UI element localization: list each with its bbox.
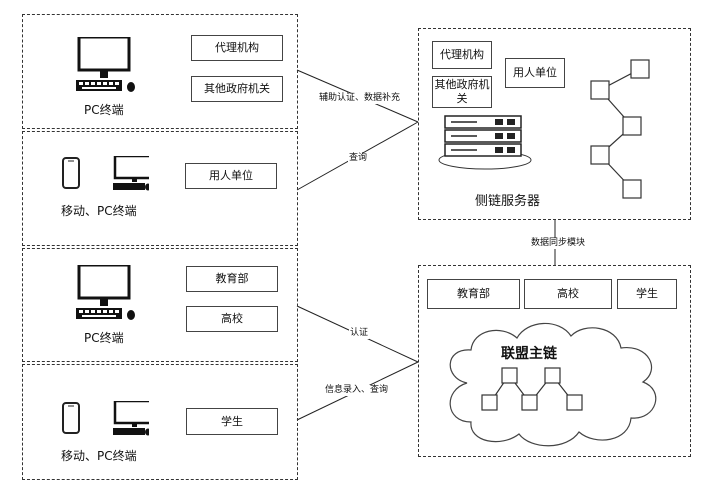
server-rack-icon (438, 115, 532, 170)
tree-network-icon (590, 59, 650, 199)
box-agency: 代理机构 (432, 41, 492, 69)
device-caption: 移动、PC终端 (61, 449, 137, 463)
link-label-query: 查询 (348, 153, 369, 164)
box-employer: 用人单位 (505, 58, 565, 88)
chain-title: 联盟主链 (501, 346, 557, 362)
server-caption: 侧链服务器 (475, 194, 541, 209)
device-caption: PC终端 (84, 103, 124, 117)
box-agency: 代理机构 (191, 35, 283, 61)
box-other-government: 其他政府机关 (432, 76, 492, 108)
mobile-pc-icon (62, 156, 149, 191)
box-student: 学生 (186, 408, 278, 435)
link-label-input-query: 信息录入、查询 (324, 385, 390, 396)
box-employer: 用人单位 (185, 163, 277, 189)
link-label-assist-auth: 辅助认证、数据补充 (318, 93, 402, 104)
left-panel-4: 移动、PC终端 学生 (22, 364, 298, 480)
desktop-pc-icon (76, 37, 135, 92)
box-ministry-of-education: 教育部 (186, 266, 278, 292)
left-panel-3: PC终端 教育部 高校 (22, 248, 298, 362)
device-caption: PC终端 (84, 331, 124, 345)
mobile-pc-icon (62, 401, 149, 436)
left-panel-1: PC终端 代理机构 其他政府机关 (22, 14, 298, 129)
side-chain-server-panel: 代理机构 其他政府机关 用人单位 侧链服务器 (418, 28, 691, 220)
box-ministry-of-education: 教育部 (427, 279, 520, 309)
box-university: 高校 (186, 306, 278, 332)
chain-network-icon (481, 367, 583, 411)
desktop-pc-icon (76, 265, 135, 320)
box-student: 学生 (617, 279, 677, 309)
device-caption: 移动、PC终端 (61, 204, 137, 218)
consortium-chain-panel: 教育部 高校 学生 联盟主链 (418, 265, 691, 457)
box-other-government: 其他政府机关 (191, 76, 283, 102)
link-label-auth: 认证 (349, 328, 370, 339)
cloud-icon (449, 322, 657, 447)
link-label-data-sync: 数据同步模块 (530, 238, 587, 249)
box-university: 高校 (524, 279, 612, 309)
left-panel-2: 移动、PC终端 用人单位 (22, 131, 298, 246)
